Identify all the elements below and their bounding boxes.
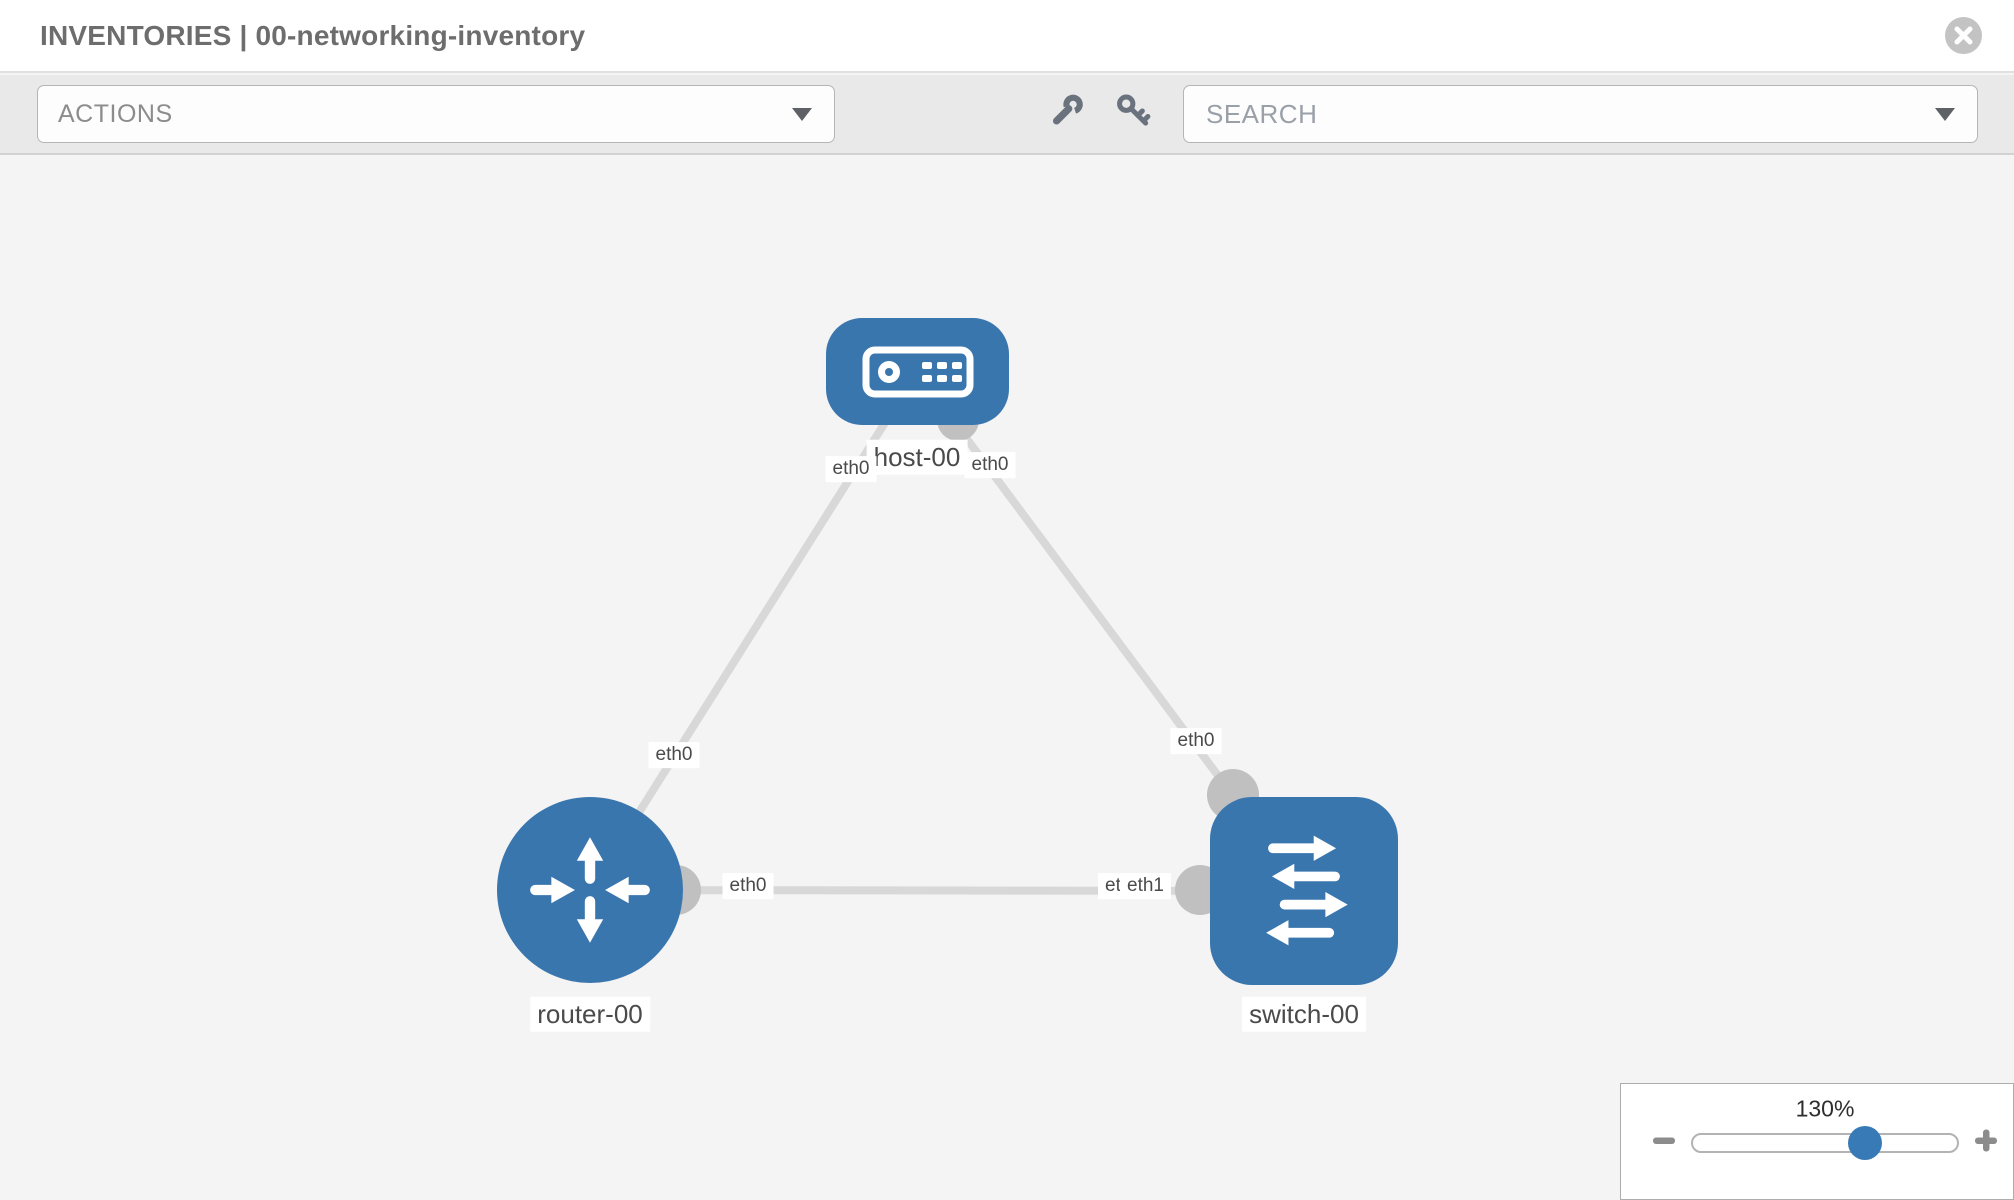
node-host-00[interactable] — [826, 318, 1009, 425]
search-dropdown[interactable] — [1183, 85, 1978, 143]
zoom-out-button[interactable] — [1651, 1128, 1677, 1159]
key-button[interactable] — [1114, 92, 1154, 137]
node-switch-00[interactable] — [1210, 797, 1398, 985]
key-icon — [1117, 94, 1151, 126]
chevron-down-icon — [792, 107, 812, 121]
zoom-slider-track[interactable] — [1691, 1126, 1959, 1160]
toolbar: ACTIONS — [0, 75, 2014, 155]
node-label-router: router-00 — [530, 996, 650, 1032]
wrench-button[interactable] — [1046, 92, 1086, 137]
iface-label-router-to-switch: eth0 — [722, 873, 774, 899]
iface-label-switch-link-over: eth1 — [1120, 873, 1171, 899]
close-icon — [1954, 26, 1973, 45]
actions-dropdown-label: ACTIONS — [58, 99, 173, 128]
router-icon — [530, 837, 650, 943]
wrench-icon — [1052, 94, 1083, 125]
topology-canvas[interactable]: host-00 router-00 switch-00 eth0 eth0 et… — [0, 155, 2014, 1200]
node-label-host: host-00 — [866, 439, 968, 475]
actions-dropdown[interactable]: ACTIONS — [37, 85, 835, 143]
zoom-panel: 130% — [1620, 1083, 2014, 1200]
plus-icon — [1975, 1129, 1997, 1152]
zoom-in-button[interactable] — [1973, 1128, 1999, 1159]
host-icon — [862, 346, 973, 397]
chevron-down-icon — [1935, 107, 1955, 121]
iface-label-host-to-switch: eth0 — [964, 452, 1016, 478]
close-button[interactable] — [1945, 17, 1982, 54]
switch-icon — [1266, 835, 1348, 946]
zoom-level-label: 130% — [1795, 1095, 1855, 1122]
iface-label-router-to-host: eth0 — [648, 742, 700, 768]
zoom-slider-thumb[interactable] — [1848, 1126, 1882, 1160]
node-router-00[interactable] — [497, 797, 683, 983]
node-label-switch: switch-00 — [1242, 996, 1366, 1032]
search-input[interactable] — [1204, 97, 1935, 131]
minus-icon — [1653, 1137, 1675, 1144]
page-title: INVENTORIES | 00-networking-inventory — [40, 19, 586, 51]
iface-label-host-to-router: eth0 — [825, 456, 877, 482]
page-header: INVENTORIES | 00-networking-inventory — [0, 0, 2014, 73]
topology-links — [586, 369, 1308, 915]
iface-label-switch-to-host: eth0 — [1170, 728, 1222, 754]
